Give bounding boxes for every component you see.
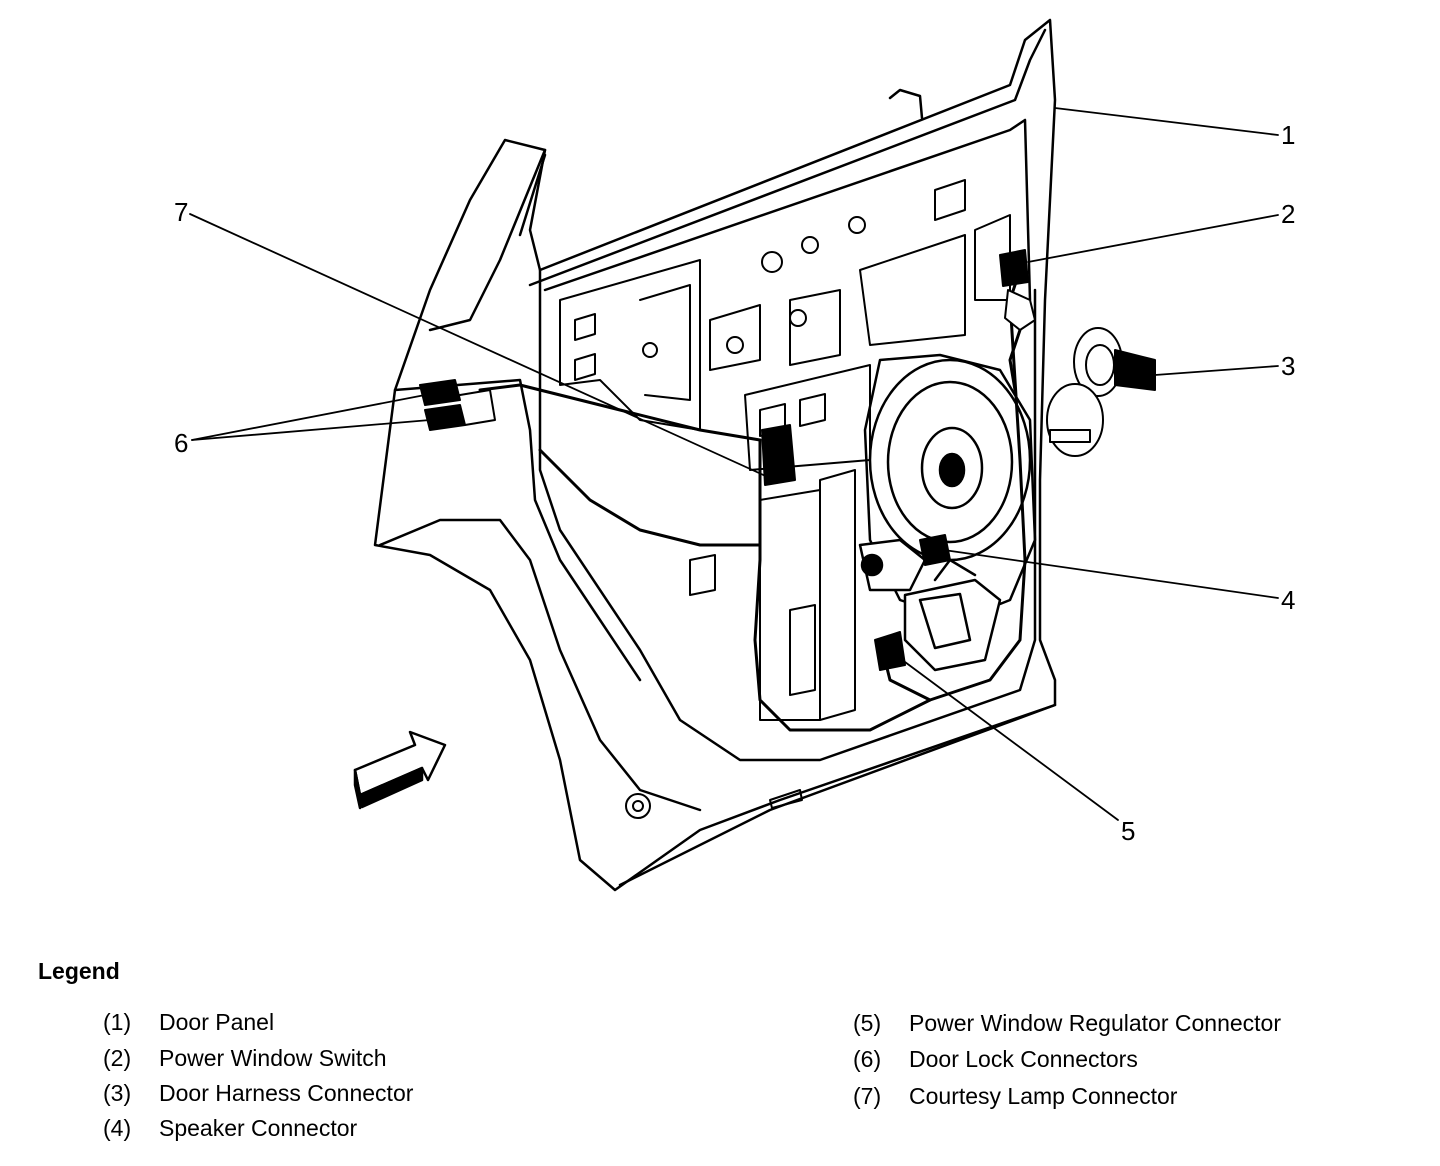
wiring-harness: [478, 268, 1027, 732]
legend-item-number: (2): [103, 1045, 132, 1071]
legend-item: (6) Door Lock Connectors: [853, 1046, 1138, 1072]
callout-3: 3: [1281, 351, 1296, 381]
legend-item: (3) Door Harness Connector: [103, 1080, 413, 1106]
callout-2: 2: [1281, 199, 1296, 229]
legend-item-label: Power Window Switch: [159, 1045, 387, 1071]
legend-item-label: Door Lock Connectors: [909, 1046, 1138, 1072]
window-regulator: [858, 538, 1002, 672]
legend-item-label: Door Panel: [159, 1009, 275, 1035]
door-diagram: [189, 18, 1279, 892]
forward-arrow-icon: [353, 730, 447, 810]
legend-item-label: Courtesy Lamp Connector: [909, 1083, 1178, 1109]
legend-item: (4) Speaker Connector: [103, 1115, 357, 1141]
legend-item: (5) Power Window Regulator Connector: [853, 1010, 1281, 1036]
legend-item-number: (4): [103, 1115, 132, 1141]
legend-item: (7) Courtesy Lamp Connector: [853, 1083, 1177, 1109]
legend-item-number: (6): [853, 1046, 882, 1072]
door-shell: [373, 18, 1057, 892]
legend-item-label: Power Window Regulator Connector: [909, 1010, 1282, 1036]
legend-item-label: Door Harness Connector: [159, 1080, 414, 1106]
legend: Legend (1) Door Panel (2) Power Window Swi…: [0, 950, 1440, 1160]
callout-1: 1: [1281, 120, 1296, 150]
legend-title: Legend: [38, 958, 120, 984]
legend-item-number: (3): [103, 1080, 132, 1106]
connectors: [419, 249, 1156, 819]
callout-7: 7: [174, 197, 189, 227]
legend-item-label: Speaker Connector: [159, 1115, 358, 1141]
legend-item-number: (5): [853, 1010, 882, 1036]
callout-4: 4: [1281, 585, 1296, 615]
legend-item-number: (7): [853, 1083, 882, 1109]
callout-5: 5: [1121, 816, 1136, 846]
legend-item: (1) Door Panel: [103, 1009, 274, 1035]
legend-item-number: (1): [103, 1009, 132, 1035]
callout-6: 6: [174, 428, 189, 458]
legend-item: (2) Power Window Switch: [103, 1045, 387, 1071]
leader-lines: [189, 107, 1279, 821]
